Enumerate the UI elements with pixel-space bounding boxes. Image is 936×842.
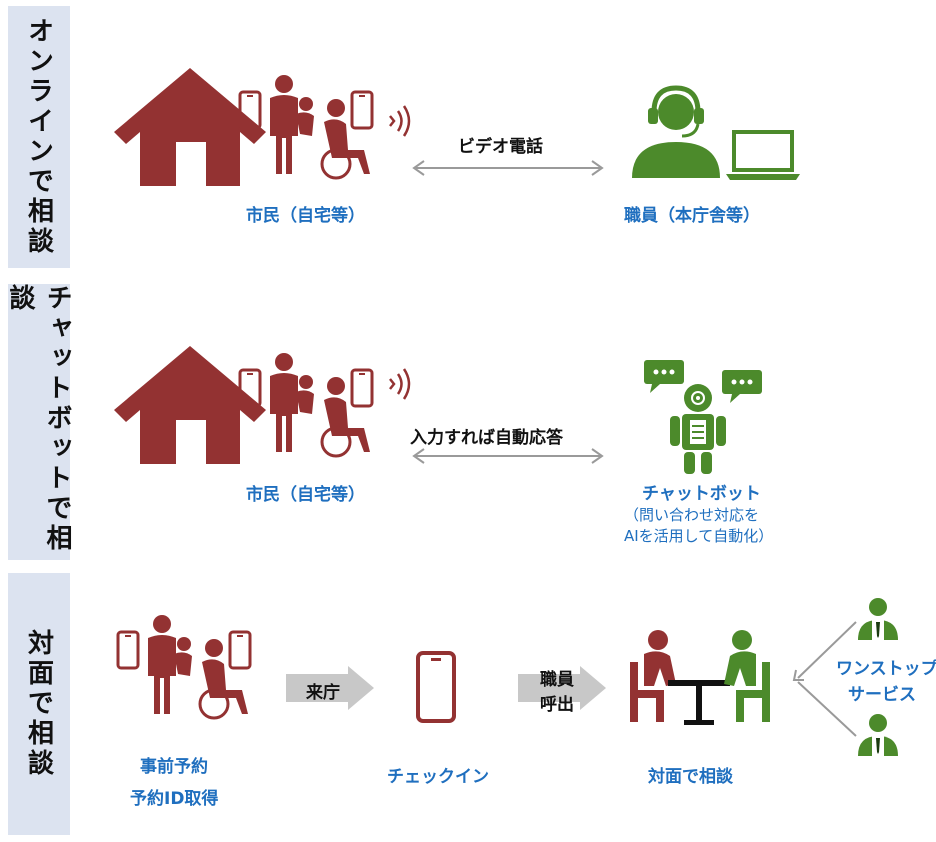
- staff-person-icon: [858, 598, 898, 640]
- chat-bubble-icon: [722, 370, 762, 403]
- chatbot-arrow-label: 入力すれば自動応答: [410, 428, 563, 448]
- chatbot-note-line1: （問い合わせ対応を: [624, 506, 760, 524]
- online-staff-label: 職員（本庁舎等）: [624, 206, 760, 226]
- side-label-inperson: 対面で相談: [8, 573, 70, 835]
- side-label-chatbot: チャットボットで相談: [5, 284, 72, 560]
- online-arrow-label: ビデオ電話: [458, 137, 543, 157]
- signal-icon: [388, 367, 411, 401]
- side-label-inperson-text: 対面で相談: [23, 629, 54, 779]
- meeting-icon: [630, 630, 770, 725]
- staff-person-icon: [858, 714, 898, 756]
- onestop-line1: ワンストップ: [836, 659, 936, 679]
- family-icon: [238, 351, 374, 458]
- converging-arrows: [792, 621, 857, 737]
- onestop-line2: サービス: [848, 685, 916, 705]
- chatbot-citizen-label: 市民（自宅等）: [246, 485, 365, 505]
- consult-label: 対面で相談: [648, 767, 733, 787]
- side-label-online-text: オンラインで相談: [23, 17, 54, 257]
- side-label-chatbot-text: チャットボットで相談: [5, 284, 72, 554]
- arrow-visit: [286, 666, 374, 710]
- robot-icon: [670, 384, 726, 474]
- double-arrow-online: [412, 160, 604, 176]
- family-icon: [116, 613, 252, 720]
- chat-bubble-icon: [644, 360, 684, 393]
- arrow-call-line1: 職員: [540, 670, 574, 690]
- online-citizen-label: 市民（自宅等）: [246, 206, 365, 226]
- reserve-line1: 事前予約: [140, 757, 208, 777]
- operator-icon: [632, 85, 720, 178]
- arrow-call-line2: 呼出: [540, 695, 574, 715]
- arrow-call: [518, 666, 606, 710]
- phone-icon: [416, 651, 456, 723]
- arrow-visit-label: 来庁: [306, 683, 340, 703]
- family-icon: [238, 73, 374, 180]
- side-label-online: オンラインで相談: [8, 6, 70, 268]
- checkin-label: チェックイン: [387, 767, 489, 787]
- chatbot-note-line2: AIを活用して自動化）: [624, 527, 774, 545]
- reserve-line2: 予約ID取得: [130, 789, 219, 809]
- laptop-icon: [726, 130, 800, 180]
- double-arrow-chatbot: [412, 448, 604, 464]
- signal-icon: [388, 104, 411, 138]
- chatbot-title: チャットボット: [642, 484, 761, 504]
